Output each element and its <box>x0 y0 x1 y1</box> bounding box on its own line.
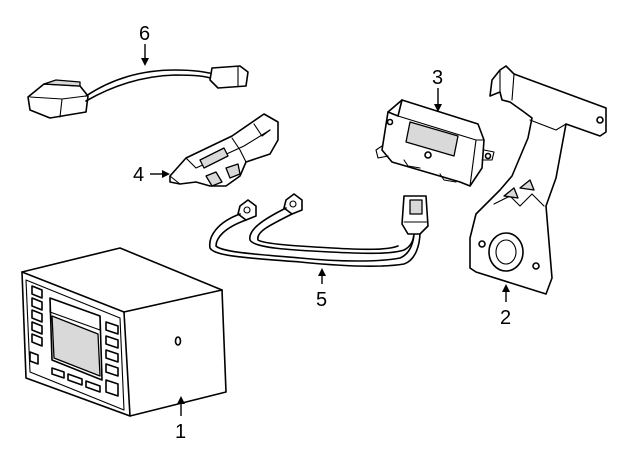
callout-1-label: 1 <box>175 421 186 443</box>
callout-4-label: 4 <box>133 164 144 186</box>
part-3-module[interactable] <box>375 99 495 187</box>
callout-5: 5 <box>316 268 327 311</box>
callout-4: 4 <box>133 164 170 186</box>
callout-6: 6 <box>139 23 150 66</box>
callout-2-label: 2 <box>500 307 511 329</box>
part-6-antenna-cable[interactable] <box>27 65 249 119</box>
callout-5-label: 5 <box>316 289 327 311</box>
callout-1: 1 <box>175 396 186 443</box>
callout-3: 3 <box>432 67 443 112</box>
callout-6-label: 6 <box>139 23 150 45</box>
part-5-antenna-lead[interactable] <box>209 193 429 267</box>
part-1-head-unit[interactable] <box>21 247 227 417</box>
callout-3-label: 3 <box>432 67 443 89</box>
part-2-mounting-bracket[interactable] <box>469 65 607 295</box>
callout-2: 2 <box>500 284 511 329</box>
part-4-bracket[interactable] <box>169 113 279 187</box>
